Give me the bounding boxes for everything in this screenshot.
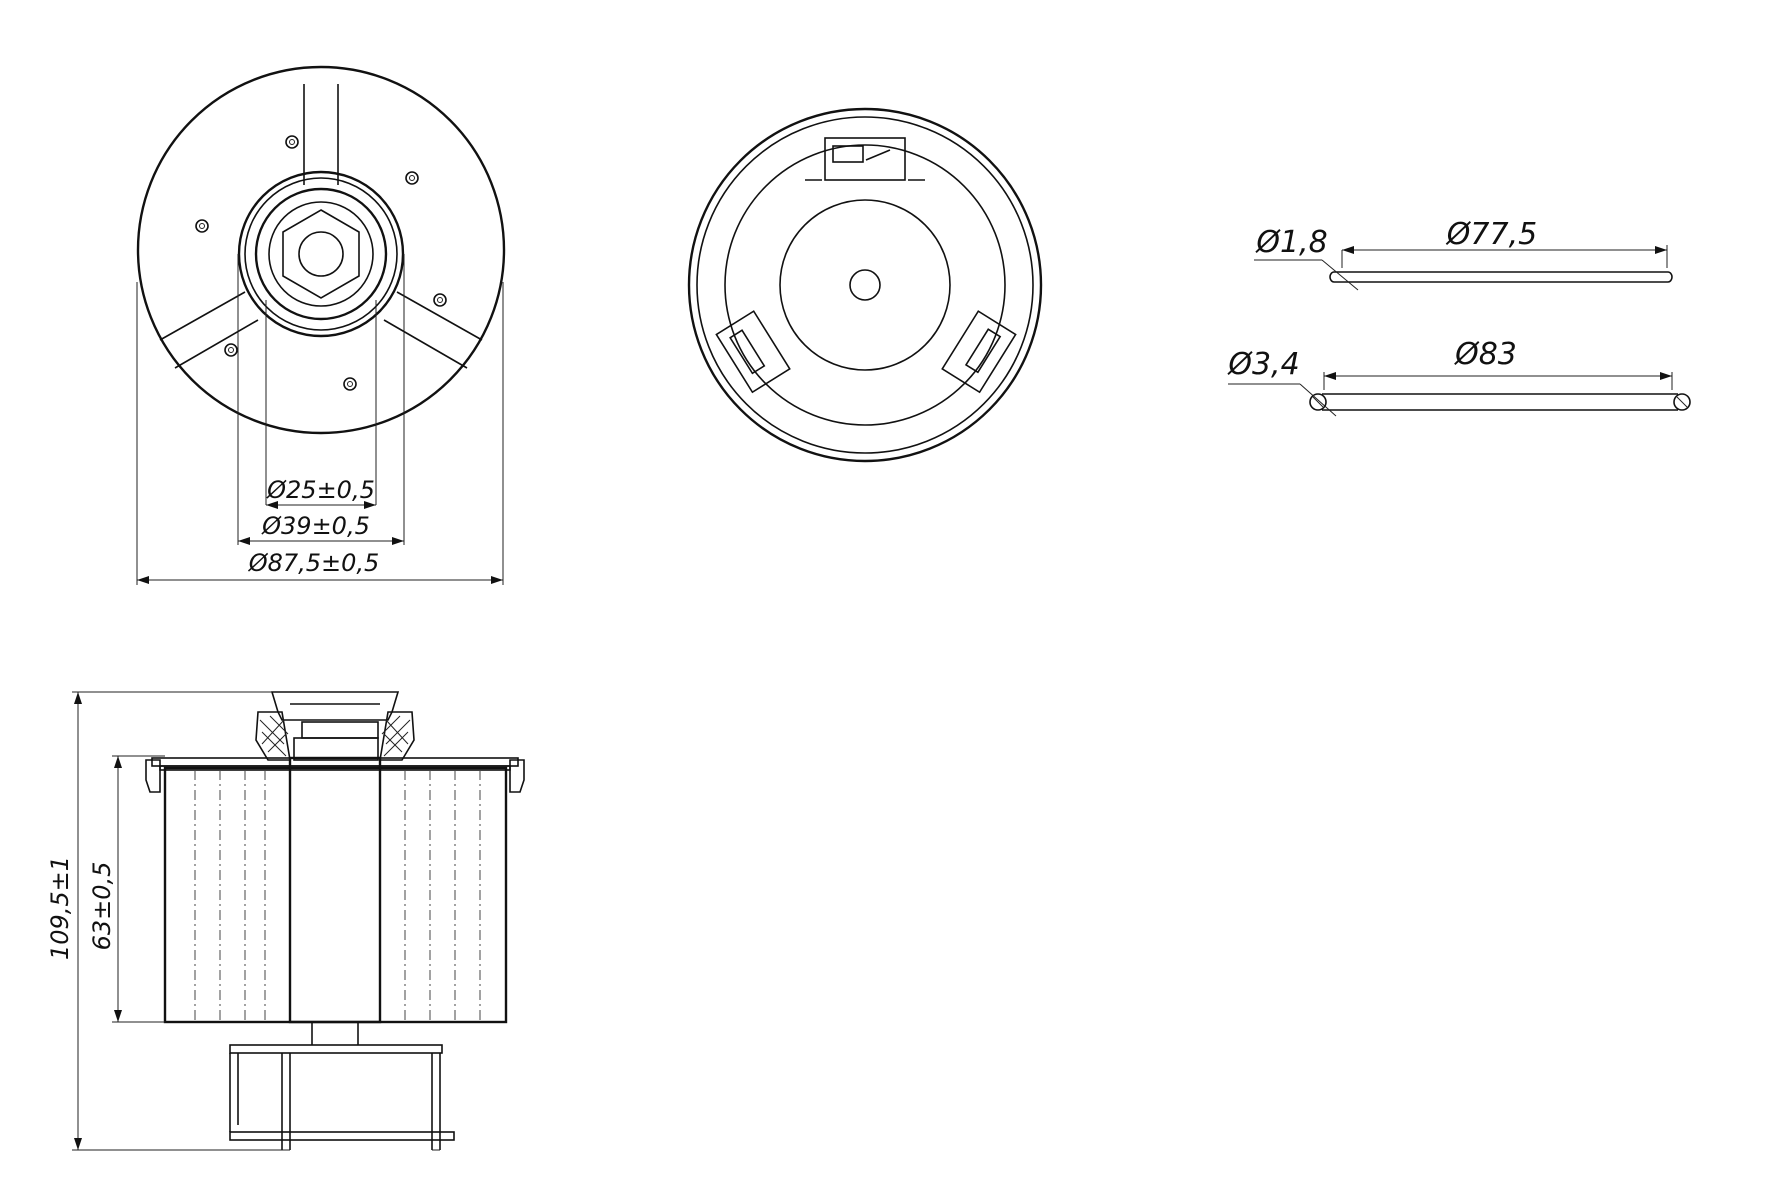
oring-small-diameter: Ø77,5 bbox=[1445, 217, 1537, 252]
oring-small: Ø1,8 Ø77,5 bbox=[1254, 217, 1673, 291]
dim-middle-diameter: Ø39±0,5 bbox=[261, 512, 370, 540]
oring-large: Ø3,4 Ø83 bbox=[1226, 337, 1691, 417]
side-view: 109,5±1 63±0,5 bbox=[46, 691, 525, 1151]
bolt-holes bbox=[195, 135, 447, 391]
oring-large-cross-section: Ø3,4 bbox=[1226, 347, 1299, 382]
filter-pleats bbox=[194, 770, 481, 1020]
top-view: Ø25±0,5 Ø39±0,5 Ø87,5±0,5 bbox=[136, 65, 506, 585]
dim-body-height: 63±0,5 bbox=[88, 862, 116, 951]
dim-total-height: 109,5±1 bbox=[46, 856, 74, 960]
dim-inner-diameter: Ø25±0,5 bbox=[266, 476, 375, 504]
oring-small-cross-section: Ø1,8 bbox=[1254, 225, 1327, 260]
bottom-view bbox=[687, 107, 1043, 463]
dim-outer-diameter: Ø87,5±0,5 bbox=[248, 549, 380, 577]
oring-large-diameter: Ø83 bbox=[1453, 337, 1517, 372]
